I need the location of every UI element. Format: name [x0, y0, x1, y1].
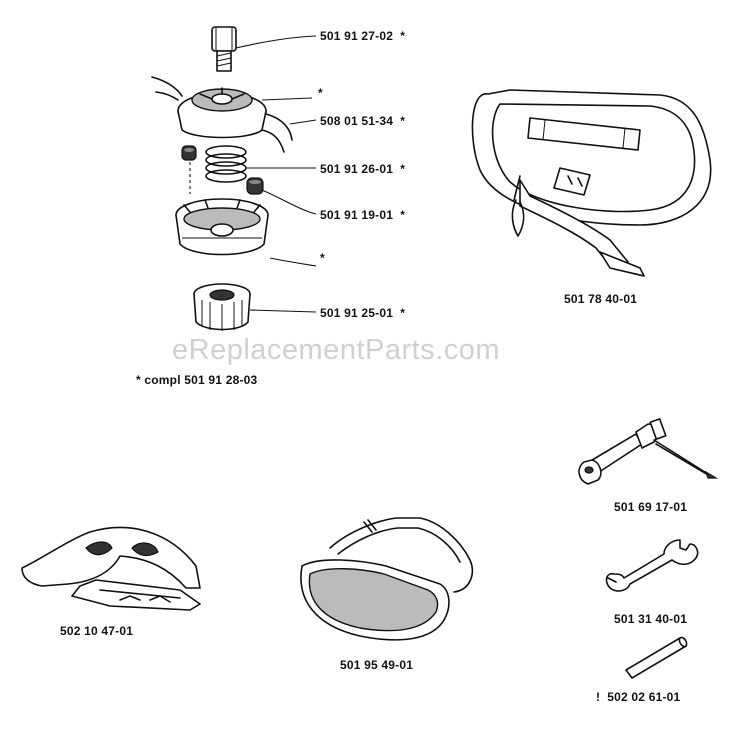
part-label-open-wrench: 501 31 40-01: [614, 612, 688, 626]
head-leader-lines: [235, 35, 317, 313]
knob-part: [193, 283, 251, 331]
watermark: eReplacementParts.com: [172, 334, 501, 366]
part-label-combination-wrench: 501 69 17-01: [614, 500, 688, 514]
harness-part: [471, 89, 712, 277]
goggles-part: [300, 517, 474, 641]
head-bottom-part: [175, 198, 269, 256]
part-label-bolt: 501 91 27-02 *: [320, 29, 406, 43]
head-top-part: [151, 76, 293, 153]
guard-part: [21, 526, 201, 611]
combination-wrench-part: [578, 418, 719, 485]
footnote: * compl 501 91 28-03: [136, 373, 258, 387]
eyelet-left-part: [181, 145, 197, 161]
open-wrench-part: [605, 539, 699, 592]
part-label-knob: 501 91 25-01 *: [320, 306, 406, 320]
part-label-goggles: 501 95 49-01: [340, 658, 414, 672]
part-label-head-bottom: *: [320, 251, 325, 265]
part-label-harness: 501 78 40-01: [564, 292, 638, 306]
part-label-spring: 501 91 26-01 *: [320, 162, 406, 176]
part-label-eyelet: 501 91 19-01 *: [320, 208, 406, 222]
eyelet-right-part: [246, 177, 264, 195]
part-label-guard: 502 10 47-01: [60, 624, 134, 638]
spring-part: [205, 145, 247, 183]
part-label-head-top: *: [318, 86, 323, 100]
pin-part: [625, 636, 688, 679]
bolt-part: [211, 26, 237, 72]
part-label-pin: ! 502 02 61-01: [596, 690, 681, 704]
part-label-line: 508 01 51-34 *: [320, 114, 406, 128]
